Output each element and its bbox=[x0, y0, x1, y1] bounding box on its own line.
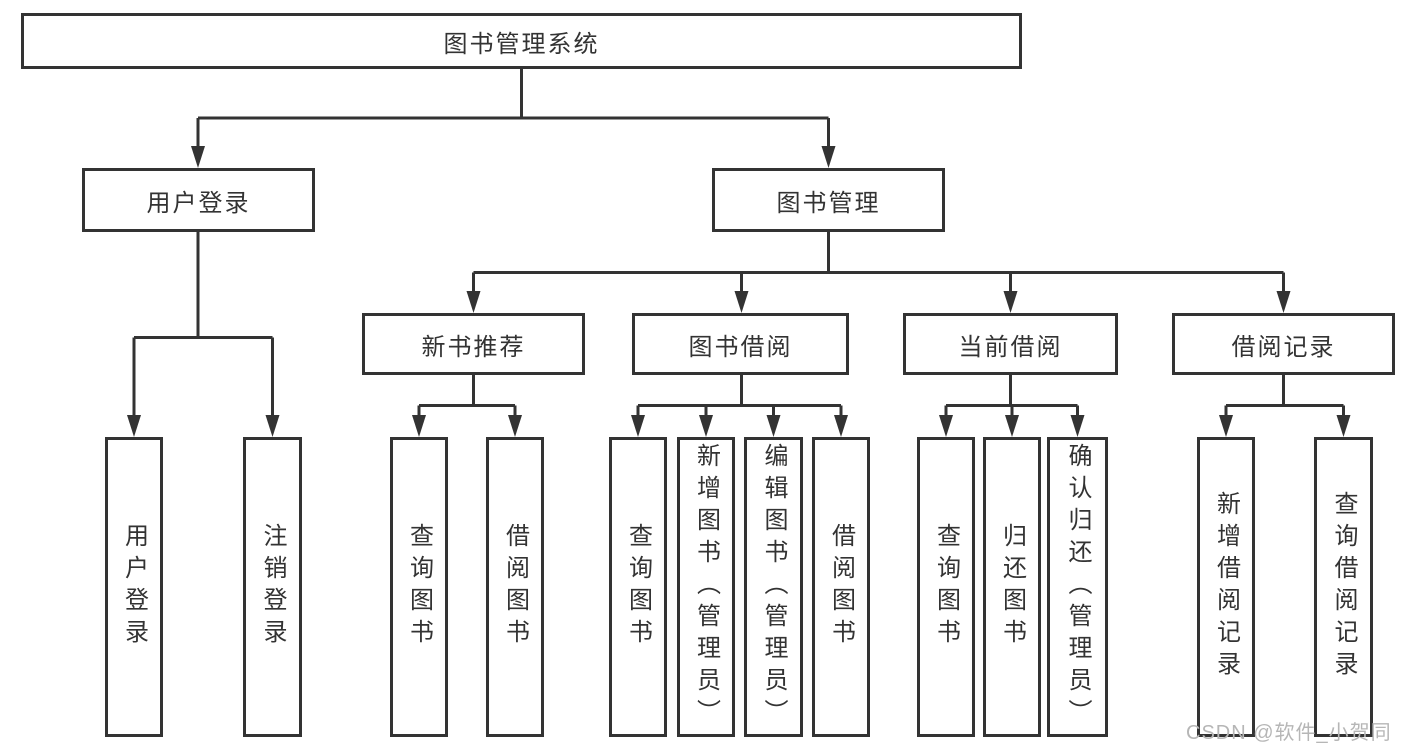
node-borrow-records: 借阅记录 bbox=[1172, 313, 1395, 375]
leaf-borrow-books-borrow: 借阅图书 bbox=[812, 437, 870, 737]
leaf-add-borrow-record: 新增借阅记录 bbox=[1197, 437, 1255, 737]
arrow-down-icon bbox=[631, 415, 645, 437]
leaf-query-books-recommend: 查询图书 bbox=[390, 437, 448, 737]
leaf-return-book: 归还图书 bbox=[983, 437, 1041, 737]
connector-borrow-records-to-leaves bbox=[1219, 375, 1351, 437]
leaf-add-book-admin: 新增图书（管理员） bbox=[677, 437, 735, 737]
leaf-query-books-borrow: 查询图书 bbox=[609, 437, 667, 737]
leaf-query-books-current: 查询图书 bbox=[917, 437, 975, 737]
arrow-down-icon bbox=[1276, 291, 1291, 313]
connector-book-management-to-level3 bbox=[466, 232, 1291, 313]
arrow-down-icon bbox=[412, 415, 426, 437]
leaf-logout: 注销登录 bbox=[243, 437, 302, 737]
connector-current-borrow-to-leaves bbox=[939, 375, 1085, 437]
arrow-down-icon bbox=[1219, 415, 1233, 437]
leaf-query-borrow-record: 查询借阅记录 bbox=[1314, 437, 1373, 737]
arrow-down-icon bbox=[699, 415, 713, 437]
arrow-down-icon bbox=[821, 146, 836, 168]
arrow-down-icon bbox=[834, 415, 848, 437]
connector-root-to-level2 bbox=[191, 68, 836, 168]
arrow-down-icon bbox=[939, 415, 953, 437]
connector-new-book-recommend-to-leaves bbox=[412, 375, 522, 437]
node-current-borrow: 当前借阅 bbox=[903, 313, 1118, 375]
arrow-down-icon bbox=[734, 291, 749, 313]
node-user-login: 用户登录 bbox=[82, 168, 315, 232]
arrow-down-icon bbox=[1003, 291, 1018, 313]
leaf-confirm-return-admin: 确认归还（管理员） bbox=[1047, 437, 1108, 737]
node-new-book-recommend: 新书推荐 bbox=[362, 313, 585, 375]
node-library-management-system: 图书管理系统 bbox=[21, 13, 1022, 69]
arrow-down-icon bbox=[265, 415, 280, 437]
node-book-management: 图书管理 bbox=[712, 168, 945, 232]
leaf-user-login: 用户登录 bbox=[105, 437, 163, 737]
leaf-edit-book-admin: 编辑图书（管理员） bbox=[744, 437, 803, 737]
arrow-down-icon bbox=[127, 415, 141, 437]
connector-book-borrow-to-leaves bbox=[631, 375, 848, 437]
connector-user-login-to-leaves bbox=[127, 232, 280, 437]
arrow-down-icon bbox=[466, 291, 481, 313]
arrow-down-icon bbox=[1336, 415, 1351, 437]
arrow-down-icon bbox=[191, 146, 205, 168]
arrow-down-icon bbox=[508, 415, 522, 437]
watermark: CSDN @软件_小贺同学 bbox=[1186, 722, 1392, 744]
node-book-borrow: 图书借阅 bbox=[632, 313, 849, 375]
leaf-borrow-books-recommend: 借阅图书 bbox=[486, 437, 544, 737]
arrow-down-icon bbox=[1005, 415, 1019, 437]
arrow-down-icon bbox=[766, 415, 781, 437]
arrow-down-icon bbox=[1070, 415, 1085, 437]
